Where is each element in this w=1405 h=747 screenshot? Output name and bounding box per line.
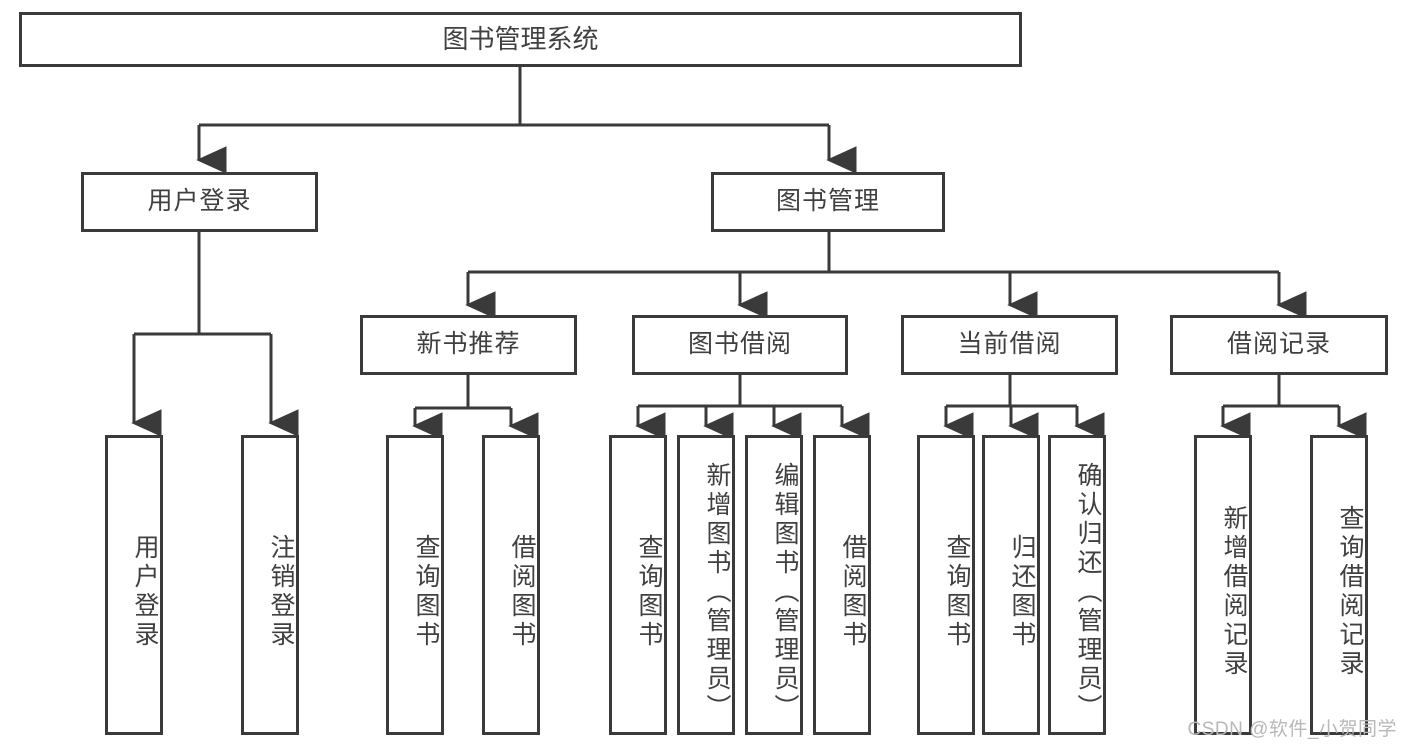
node-label: 图书借阅: [687, 330, 792, 359]
node-label: 新增借阅记录: [1220, 505, 1248, 679]
node-book-borrow[interactable]: 图书借阅: [632, 315, 848, 375]
leaf-borrow-query-book[interactable]: 查询图书: [609, 435, 667, 735]
leaf-user-login-logout[interactable]: 注销登录: [241, 435, 299, 735]
leaf-record-add-record[interactable]: 新增借阅记录: [1194, 435, 1252, 735]
leaf-user-login-login[interactable]: 用户登录: [105, 435, 163, 735]
leaf-current-query-book[interactable]: 查询图书: [917, 435, 975, 735]
node-label: 注销登录: [267, 534, 295, 650]
leaf-record-query-record[interactable]: 查询借阅记录: [1310, 435, 1368, 735]
node-new-book-recommend[interactable]: 新书推荐: [360, 315, 577, 375]
node-label: 图书管理系统: [442, 24, 599, 55]
node-label: 新增图书（管理员）: [703, 461, 731, 723]
leaf-borrow-edit-book-admin[interactable]: 编辑图书（管理员）: [745, 435, 803, 735]
node-label: 借阅图书: [839, 534, 867, 650]
node-label: 确认归还（管理员）: [1074, 461, 1102, 723]
node-root-library-system[interactable]: 图书管理系统: [19, 12, 1022, 67]
leaf-current-confirm-return-admin[interactable]: 确认归还（管理员）: [1048, 435, 1106, 735]
node-label: 用户登录: [131, 534, 159, 650]
node-label: 当前借阅: [957, 330, 1062, 359]
leaf-borrow-borrow-book[interactable]: 借阅图书: [813, 435, 871, 735]
node-user-login[interactable]: 用户登录: [81, 172, 318, 232]
node-label: 用户登录: [147, 187, 252, 216]
leaf-new-book-query[interactable]: 查询图书: [386, 435, 444, 735]
node-label: 归还图书: [1008, 534, 1036, 650]
node-current-borrow[interactable]: 当前借阅: [901, 315, 1118, 375]
node-label: 查询图书: [943, 534, 971, 650]
node-book-management[interactable]: 图书管理: [711, 172, 945, 232]
node-label: 查询借阅记录: [1336, 505, 1364, 679]
leaf-current-return-book[interactable]: 归还图书: [982, 435, 1040, 735]
leaf-new-book-borrow[interactable]: 借阅图书: [482, 435, 540, 735]
node-label: 借阅图书: [508, 534, 536, 650]
node-label: 查询图书: [412, 534, 440, 650]
node-label: 查询图书: [635, 534, 663, 650]
node-borrow-record[interactable]: 借阅记录: [1170, 315, 1388, 375]
node-label: 借阅记录: [1226, 330, 1331, 359]
leaf-borrow-add-book-admin[interactable]: 新增图书（管理员）: [677, 435, 735, 735]
node-label: 编辑图书（管理员）: [771, 461, 799, 723]
node-label: 新书推荐: [416, 330, 521, 359]
node-label: 图书管理: [775, 187, 880, 216]
